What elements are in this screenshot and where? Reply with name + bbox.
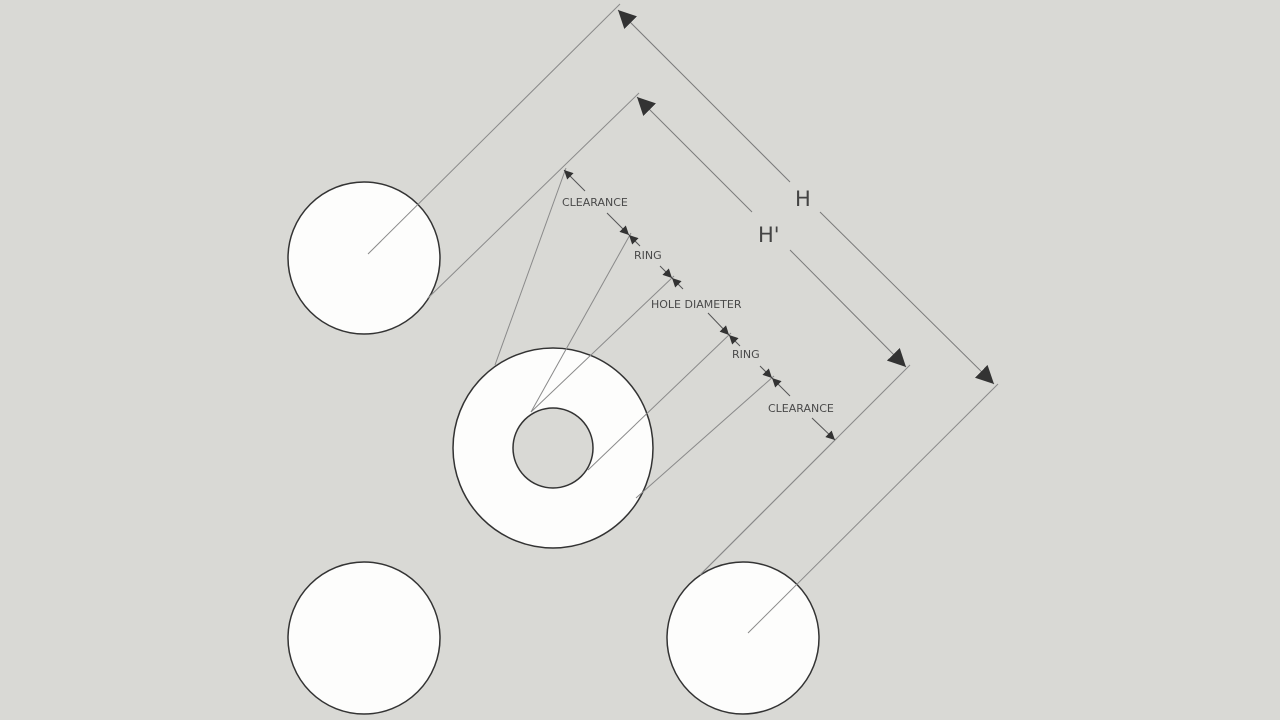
via	[452, 347, 654, 549]
h-dimension-line-lower	[819, 211, 995, 385]
dimension-h: H	[617, 9, 995, 385]
ring-top-label: RING	[634, 249, 662, 262]
dimension-chain	[563, 169, 836, 441]
extension-lines	[367, 3, 999, 634]
dimension-labels: CLEARANCE RING HOLE DIAMETER RING CLEARA…	[562, 196, 834, 415]
ring-bottom-extension	[635, 375, 775, 499]
dimension-h-prime: H'	[636, 96, 907, 368]
via-hole	[512, 407, 594, 489]
hole-dim-a	[671, 277, 684, 290]
bottom-left-pad	[287, 561, 441, 715]
clearance-bottom-dim-a	[771, 377, 791, 397]
clearance-top-dim-a	[563, 169, 586, 192]
hprime-dimension-line-lower	[789, 249, 907, 368]
h-extension-top	[367, 3, 621, 255]
ring-bottom-dim-b	[759, 365, 773, 379]
clearance-bottom-label: CLEARANCE	[768, 402, 834, 415]
clearance-bottom-extension	[699, 437, 838, 576]
ring-top-dim-b	[659, 265, 673, 279]
ring-top-dim-a	[628, 234, 641, 247]
hprime-dimension-line-upper	[636, 96, 753, 213]
ring-bottom-dim-a	[728, 334, 741, 347]
h-dimension-line-upper	[617, 9, 791, 183]
hole-bottom-extension	[587, 332, 732, 471]
clearance-top-dim-b	[606, 212, 630, 236]
hole-top-extension	[530, 275, 675, 413]
h-extension-bottom	[747, 383, 999, 634]
hprime-extension-top	[427, 92, 640, 299]
ring-top-extension	[530, 232, 632, 413]
clearance-bottom-dim-b	[811, 417, 836, 441]
hprime-label: H'	[758, 223, 780, 247]
hole-dim-b	[707, 312, 730, 336]
hole-diameter-label: HOLE DIAMETER	[651, 298, 742, 311]
ring-bottom-label: RING	[732, 348, 760, 361]
h-label: H	[795, 187, 811, 211]
clearance-top-extension	[494, 167, 567, 366]
clearance-top-label: CLEARANCE	[562, 196, 628, 209]
